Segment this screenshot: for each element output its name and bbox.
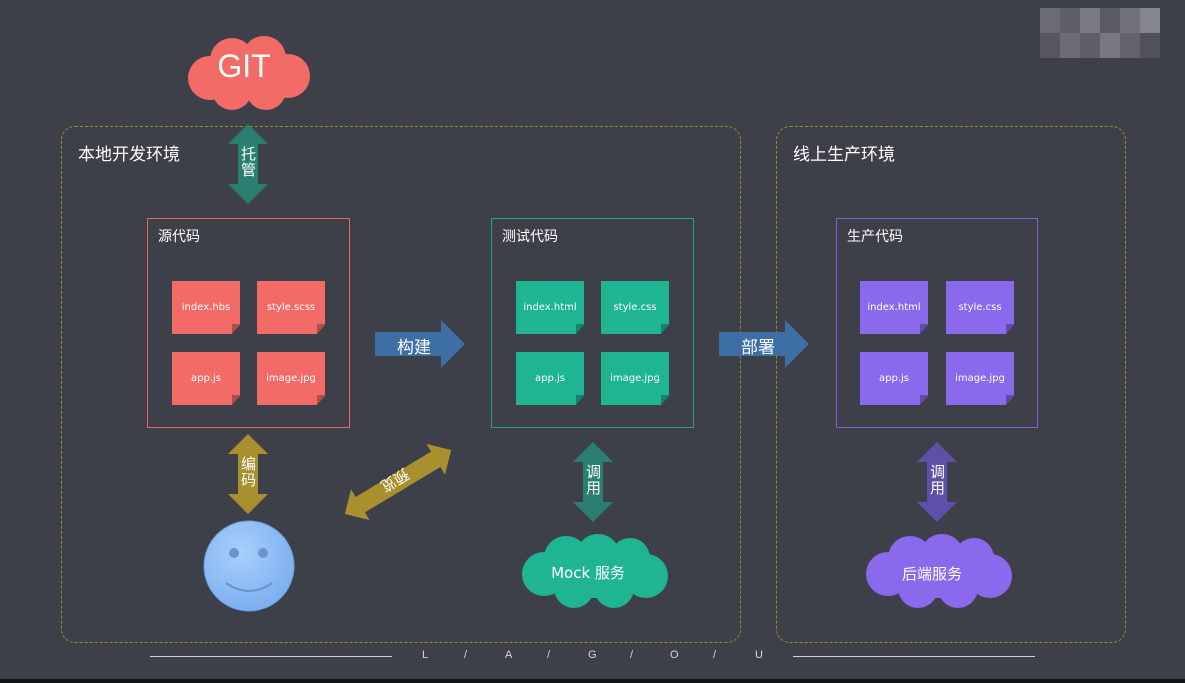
file-app-js: app.js bbox=[172, 352, 240, 405]
preview-arrow-icon bbox=[344, 443, 452, 521]
production-code-title: 生产代码 bbox=[847, 229, 903, 245]
footer-letter: L bbox=[422, 649, 429, 661]
footer-line-left bbox=[150, 656, 392, 657]
blurred-watermark bbox=[1040, 8, 1160, 58]
mock-service-cloud-icon bbox=[522, 534, 668, 608]
footer-letter: / bbox=[464, 649, 468, 661]
production-code-box: 生产代码 bbox=[836, 218, 1038, 428]
footer-line-right bbox=[793, 656, 1035, 657]
file-style-scss: style.scss bbox=[257, 281, 325, 334]
footer-letter: / bbox=[547, 649, 551, 661]
encode-arrow-icon bbox=[228, 434, 268, 514]
online-prod-region bbox=[776, 126, 1126, 643]
footer-letter: A bbox=[505, 649, 513, 661]
call-backend-arrow-label: 调用 bbox=[928, 464, 946, 496]
host-arrow-icon bbox=[228, 124, 268, 204]
footer-letter: G bbox=[588, 649, 597, 661]
host-arrow-label: 托管 bbox=[239, 146, 257, 178]
test-code-title: 测试代码 bbox=[502, 229, 558, 245]
file-app-js: app.js bbox=[860, 352, 928, 405]
developer-smiley-icon bbox=[203, 520, 295, 612]
call-mock-arrow-icon bbox=[573, 442, 613, 522]
mock-service-label: Mock 服务 bbox=[551, 564, 625, 582]
local-dev-region bbox=[61, 126, 741, 643]
footer-letter: / bbox=[630, 649, 634, 661]
source-code-box: 源代码 bbox=[147, 218, 350, 428]
file-style-css: style.css bbox=[946, 281, 1014, 334]
build-arrow-icon bbox=[375, 320, 465, 368]
encode-arrow-label: 编码 bbox=[239, 456, 257, 488]
git-cloud-icon bbox=[188, 36, 310, 110]
footer-letter: / bbox=[713, 649, 717, 661]
backend-service-cloud-icon bbox=[866, 534, 1012, 608]
call-mock-arrow-label: 调用 bbox=[584, 464, 602, 496]
file-style-css: style.css bbox=[601, 281, 669, 334]
build-arrow-label: 构建 bbox=[397, 338, 431, 358]
backend-service-label: 后端服务 bbox=[901, 565, 962, 583]
footer-letter: O bbox=[670, 649, 679, 661]
file-index-html: index.html bbox=[860, 281, 928, 334]
file-image-jpg: image.jpg bbox=[601, 352, 669, 405]
file-image-jpg: image.jpg bbox=[257, 352, 325, 405]
git-label: GIT bbox=[217, 48, 271, 84]
file-index-hbs: index.hbs bbox=[172, 281, 240, 334]
deploy-arrow-label: 部署 bbox=[741, 338, 775, 358]
call-backend-arrow-icon bbox=[917, 442, 957, 522]
footer-letter: U bbox=[755, 649, 763, 661]
source-code-title: 源代码 bbox=[158, 229, 200, 245]
test-code-box: 测试代码 bbox=[491, 218, 694, 428]
file-index-html: index.html bbox=[516, 281, 584, 334]
deploy-arrow-icon bbox=[719, 320, 809, 368]
file-image-jpg: image.jpg bbox=[946, 352, 1014, 405]
file-app-js: app.js bbox=[516, 352, 584, 405]
local-dev-title: 本地开发环境 bbox=[78, 145, 180, 165]
bottom-edge-bar bbox=[0, 679, 1185, 683]
online-prod-title: 线上生产环境 bbox=[793, 145, 895, 165]
